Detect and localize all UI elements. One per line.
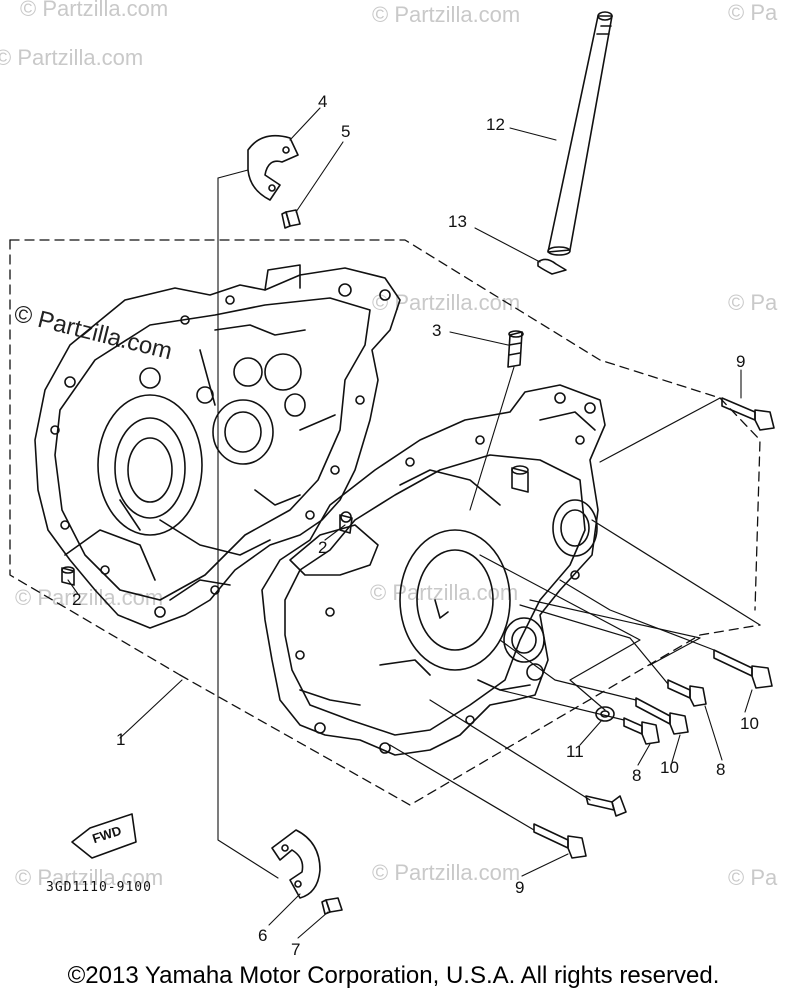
callout-8: 8 bbox=[632, 766, 642, 785]
callout-leaders bbox=[67, 107, 753, 939]
retaining-clip-top bbox=[247, 134, 299, 201]
callout-2: 2 bbox=[72, 590, 82, 609]
watermark: © Partzilla.com bbox=[15, 865, 164, 890]
watermark: © Partzilla.com bbox=[15, 585, 164, 610]
copyright-footer: ©2013 Yamaha Motor Corporation, U.S.A. A… bbox=[67, 962, 720, 989]
watermark: © Pa bbox=[728, 290, 778, 315]
callout-11: 11 bbox=[566, 742, 584, 761]
breather-hose bbox=[547, 11, 613, 256]
callout-10: 10 bbox=[660, 758, 679, 777]
bolt-10-middle bbox=[635, 697, 689, 735]
alignment-line bbox=[217, 169, 279, 879]
left-crankcase-half bbox=[34, 264, 401, 629]
screw-bottom bbox=[321, 897, 343, 915]
hose-clip bbox=[537, 258, 567, 275]
bolt-8-right bbox=[667, 679, 707, 707]
breather-nipple bbox=[469, 330, 524, 511]
watermark: © Partzilla.com bbox=[20, 0, 169, 21]
callout-7: 7 bbox=[291, 940, 301, 959]
dowel-pins bbox=[61, 566, 75, 586]
bolt-10-right bbox=[713, 649, 773, 689]
watermark: © Pa bbox=[728, 0, 778, 25]
callout-6: 6 bbox=[258, 926, 268, 945]
callout-12: 12 bbox=[486, 115, 505, 134]
callout-2: 2 bbox=[318, 538, 328, 557]
bolt-8-middle bbox=[623, 717, 660, 745]
callout-1: 1 bbox=[116, 730, 126, 749]
callout-9: 9 bbox=[515, 878, 525, 897]
callout-9: 9 bbox=[736, 352, 746, 371]
callout-8: 8 bbox=[716, 760, 726, 779]
callout-13: 13 bbox=[448, 212, 467, 231]
bolt-8-lower bbox=[585, 795, 627, 817]
watermark: © Partzilla.com bbox=[372, 2, 521, 27]
callout-10: 10 bbox=[740, 714, 759, 733]
watermark: © Partzilla.com bbox=[0, 45, 144, 70]
assembly-boundary-dashed bbox=[9, 239, 761, 806]
right-crankcase-half bbox=[261, 384, 606, 756]
bolt-9-top bbox=[721, 397, 775, 431]
fwd-arrow bbox=[71, 813, 137, 859]
diagram-part-code: 3GD1110-9100 bbox=[46, 880, 152, 895]
callout-3: 3 bbox=[432, 321, 442, 340]
watermark: © Pa bbox=[728, 865, 778, 890]
bolt-9-bottom bbox=[533, 823, 587, 859]
bolt-alignment-lines bbox=[389, 397, 761, 831]
callout-4: 4 bbox=[318, 92, 328, 111]
callout-5: 5 bbox=[341, 122, 351, 141]
retaining-clip-bottom bbox=[271, 829, 321, 899]
watermark: © Partzilla.com bbox=[372, 860, 521, 885]
screw-top bbox=[281, 209, 301, 229]
